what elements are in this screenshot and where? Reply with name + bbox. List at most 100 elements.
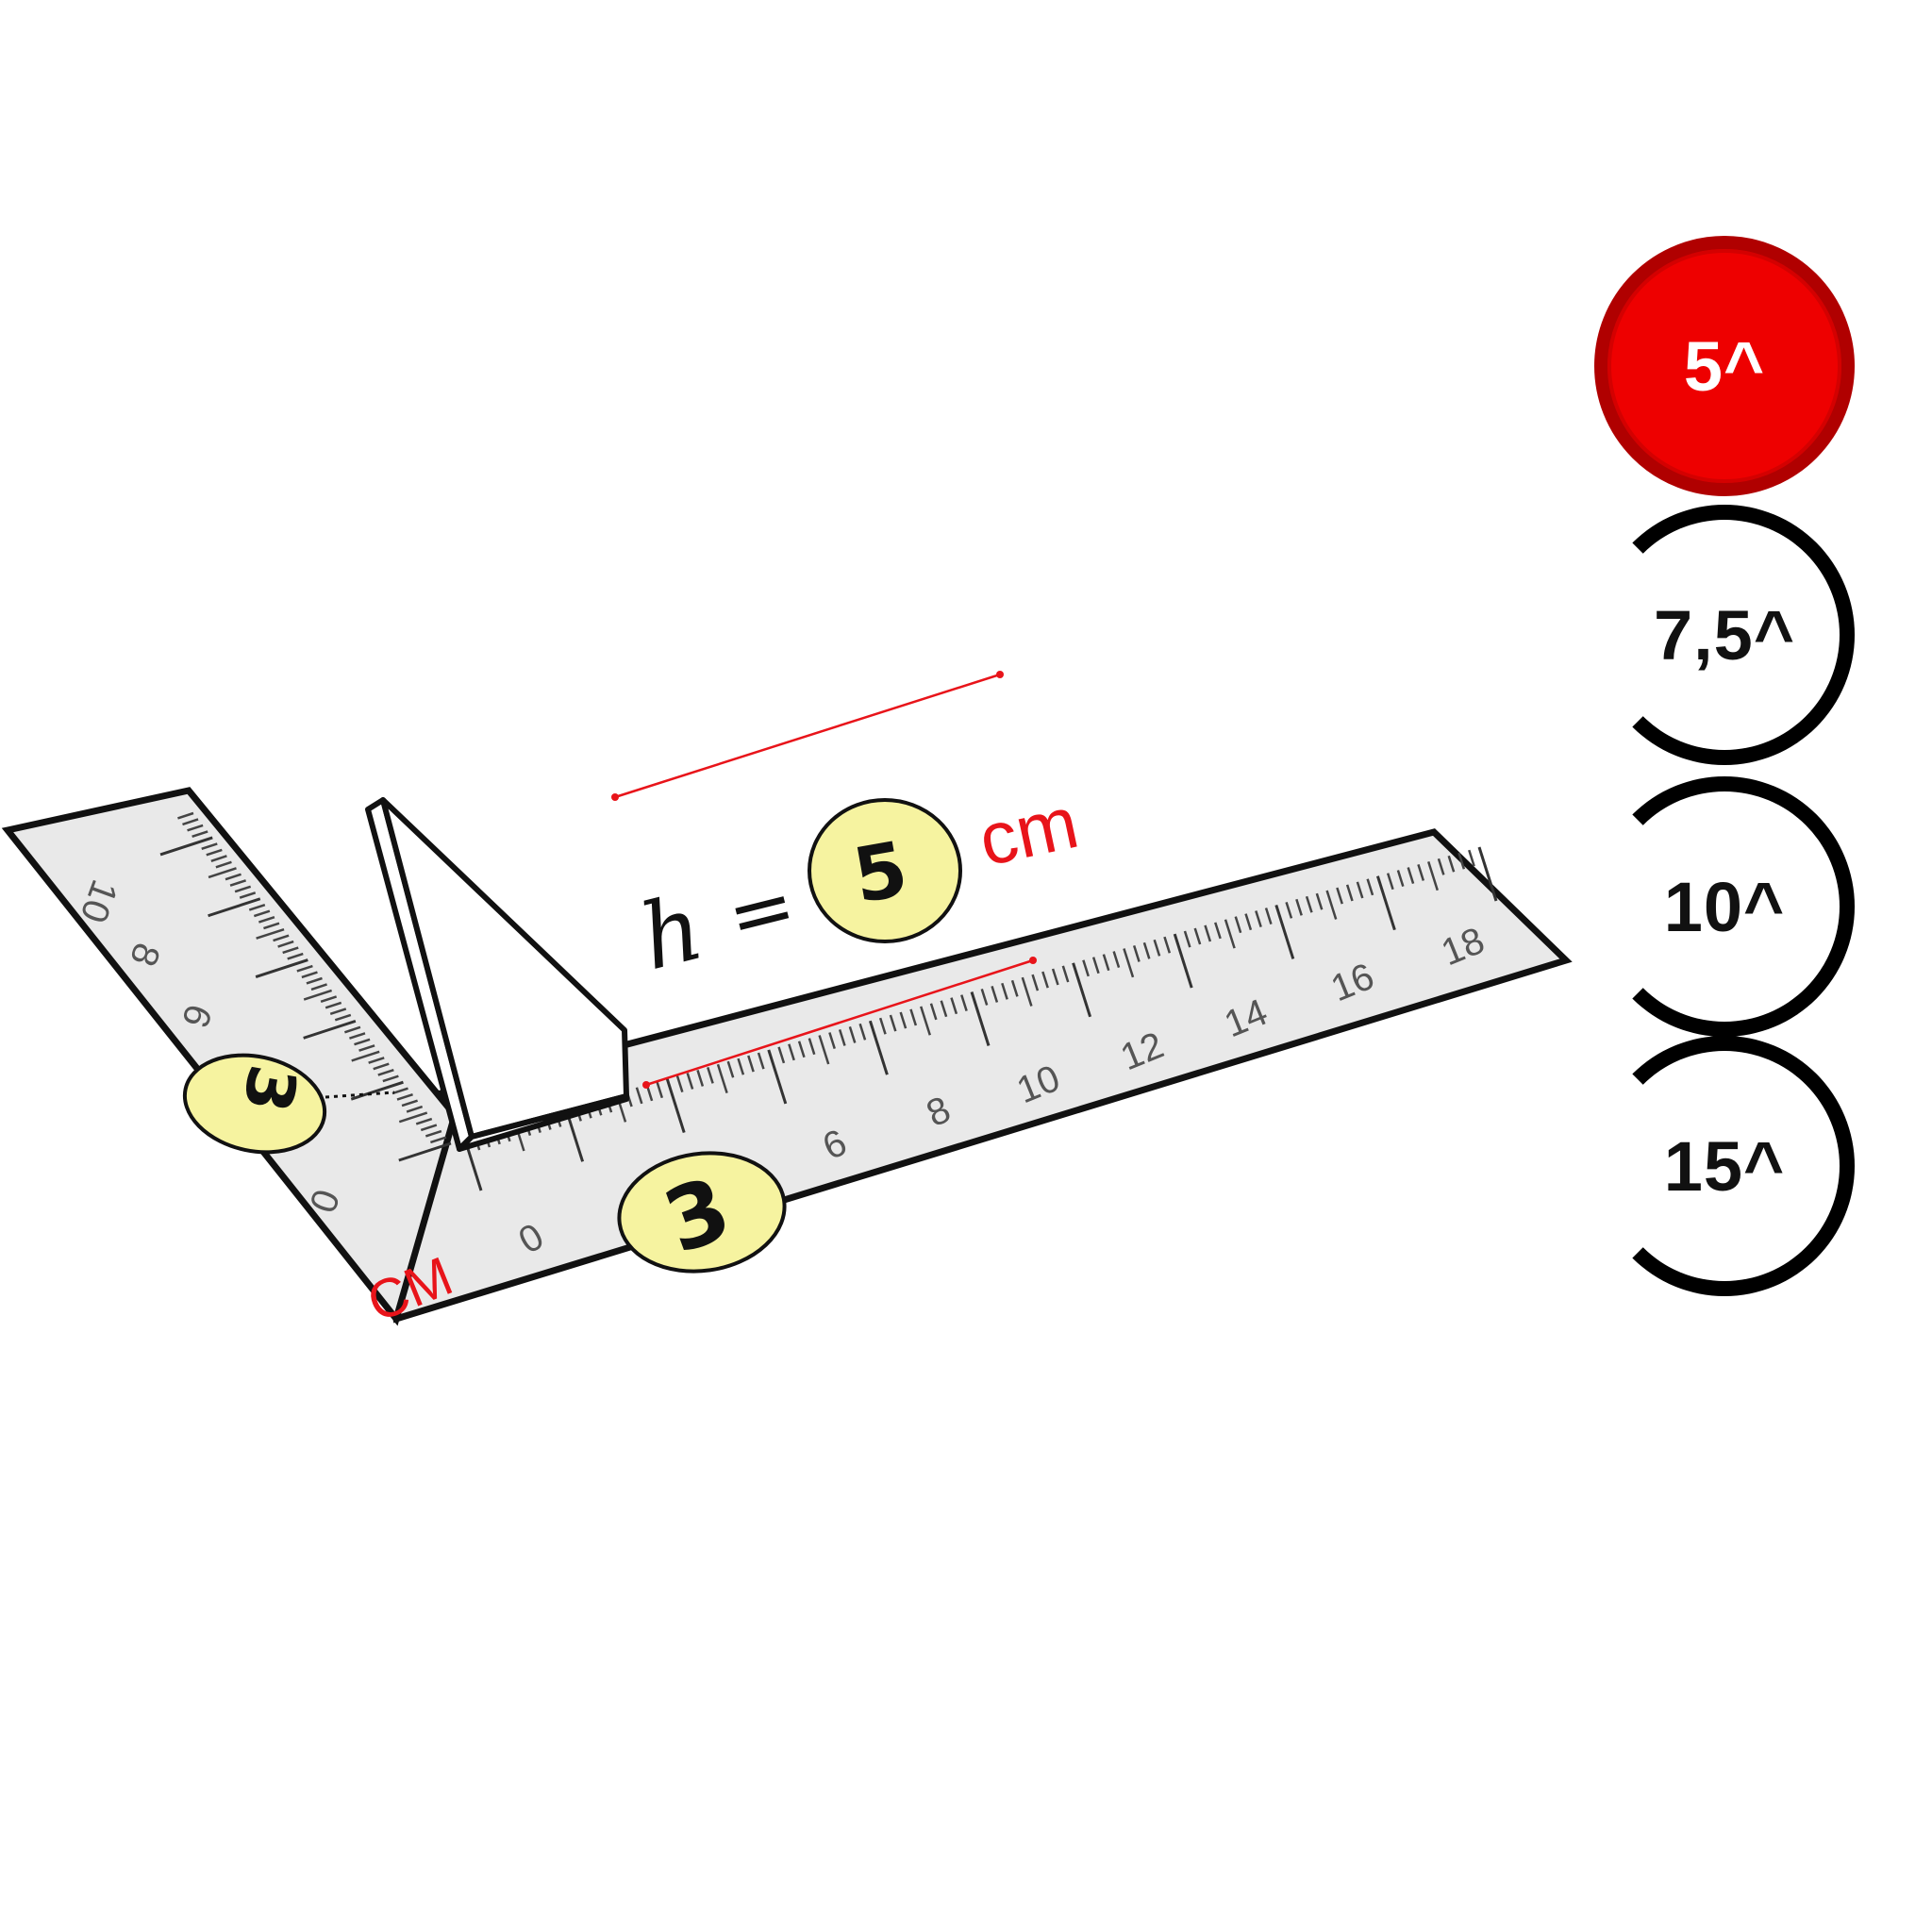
ruler-tick <box>334 1013 352 1022</box>
ruler-tick <box>210 855 227 862</box>
ruler-tick <box>206 848 223 857</box>
ruler-tick <box>696 1070 705 1087</box>
ruler-tick <box>991 985 999 1003</box>
ruler-tick <box>303 989 332 1001</box>
ruler-tick <box>1356 881 1364 899</box>
ruler-tick <box>301 971 318 979</box>
ruler-tick <box>396 1092 413 1101</box>
ruler-tick <box>1315 892 1324 910</box>
ruler-tick <box>1336 887 1343 905</box>
ruler-tick <box>1031 974 1040 991</box>
ruler-tick <box>273 934 290 942</box>
ruler-tick <box>1375 875 1396 931</box>
ruler-tick <box>177 811 194 820</box>
ruler-tick <box>950 997 958 1015</box>
ruler-tick <box>808 1038 816 1056</box>
ruler-tick <box>797 1041 806 1058</box>
ruler-tick <box>263 922 280 930</box>
ruler-tick <box>406 1105 424 1113</box>
ruler-tick <box>225 873 242 881</box>
ruler-tick <box>868 1020 889 1075</box>
ruler-tick <box>234 885 252 893</box>
ruler-tick <box>1072 962 1092 1018</box>
formula-unit: cm <box>972 780 1085 882</box>
ruler-tick <box>858 1023 867 1041</box>
triangular-prism <box>365 797 629 1152</box>
ruler-tick <box>1234 916 1242 934</box>
ruler-tick <box>343 1025 361 1034</box>
ruler-tick <box>909 1008 918 1026</box>
option-15-label: 15^ <box>1663 1126 1786 1206</box>
ruler-tick <box>401 1099 418 1108</box>
ruler-tick <box>1305 895 1313 913</box>
ruler-tick <box>350 1080 404 1101</box>
formula-value-badge <box>808 798 962 943</box>
ruler-tick <box>656 1081 664 1099</box>
ruler-tick <box>1061 965 1070 983</box>
ruler-tick <box>1051 968 1059 986</box>
ruler-tick <box>398 1111 428 1124</box>
option-10-button[interactable]: 10^ <box>1594 776 1855 1037</box>
dimension-bottom <box>642 957 1037 1089</box>
ruler-tick <box>757 1052 765 1070</box>
option-7-5-button[interactable]: 7,5^ <box>1594 505 1855 765</box>
ruler-tick <box>1163 936 1172 954</box>
ruler-tick <box>306 976 323 985</box>
ruler-tick <box>1447 855 1456 873</box>
ruler-tick <box>377 1069 394 1076</box>
ruler-tick <box>1437 858 1445 875</box>
ruler-tick <box>726 1060 735 1078</box>
ruler-tick <box>707 1066 714 1084</box>
ruler-tick <box>970 991 991 1046</box>
ruler-tick <box>929 1003 938 1021</box>
ruler-tick <box>1001 982 1008 1000</box>
ruler-tick <box>187 824 204 832</box>
ruler-tick <box>1021 976 1033 1007</box>
ruler-tick <box>1214 922 1222 940</box>
ruler-tick <box>255 958 308 978</box>
ruler-tick <box>1123 948 1135 978</box>
ruler-tick <box>1041 971 1049 989</box>
ruler-tick <box>303 1019 357 1040</box>
ruler-tick <box>1255 910 1262 928</box>
ruler-tick <box>1274 904 1295 959</box>
ruler-tick <box>1183 930 1191 948</box>
ruler-tick <box>635 1087 643 1105</box>
ruler-tick <box>1082 959 1090 977</box>
ruler-tick <box>1407 867 1415 884</box>
ruler-tick <box>1325 890 1338 920</box>
ruler-tick <box>1468 849 1475 867</box>
ruler-tick <box>788 1043 795 1061</box>
ruler-tick <box>737 1058 745 1075</box>
dimension-top <box>611 671 1004 801</box>
ruler-tick <box>1224 919 1236 949</box>
ruler-tick <box>899 1011 908 1029</box>
option-15-button[interactable]: 15^ <box>1594 1036 1855 1296</box>
ruler-tick <box>1457 852 1466 870</box>
ruler-tick <box>1132 945 1141 962</box>
ruler-tick <box>1173 933 1193 989</box>
ruler-tick <box>1345 884 1354 902</box>
option-5-button[interactable]: 5^ <box>1594 236 1855 496</box>
ruler-tick <box>215 860 232 869</box>
ruler-tick <box>767 1049 788 1105</box>
ruler-tick <box>747 1055 755 1073</box>
ruler-tick <box>182 818 199 826</box>
ruler-tick <box>1295 898 1303 916</box>
ruler-tick <box>1153 939 1161 957</box>
formula-variable: h <box>630 874 712 991</box>
ruler-tick <box>1264 908 1273 924</box>
height-guide-dotted <box>325 1091 395 1099</box>
ruler-tick <box>1102 954 1110 972</box>
ruler-tick <box>287 952 304 960</box>
ruler-tick <box>665 1078 686 1134</box>
ruler-tick <box>325 1001 342 1009</box>
ruler-tick <box>282 946 299 955</box>
ruler-tick <box>329 1008 347 1015</box>
ruler-tick <box>777 1046 786 1064</box>
ruler-tick <box>425 1129 442 1138</box>
ruler-tick <box>1477 846 1498 902</box>
ruler-tick <box>1386 873 1394 891</box>
ruler-tick <box>1285 901 1293 919</box>
